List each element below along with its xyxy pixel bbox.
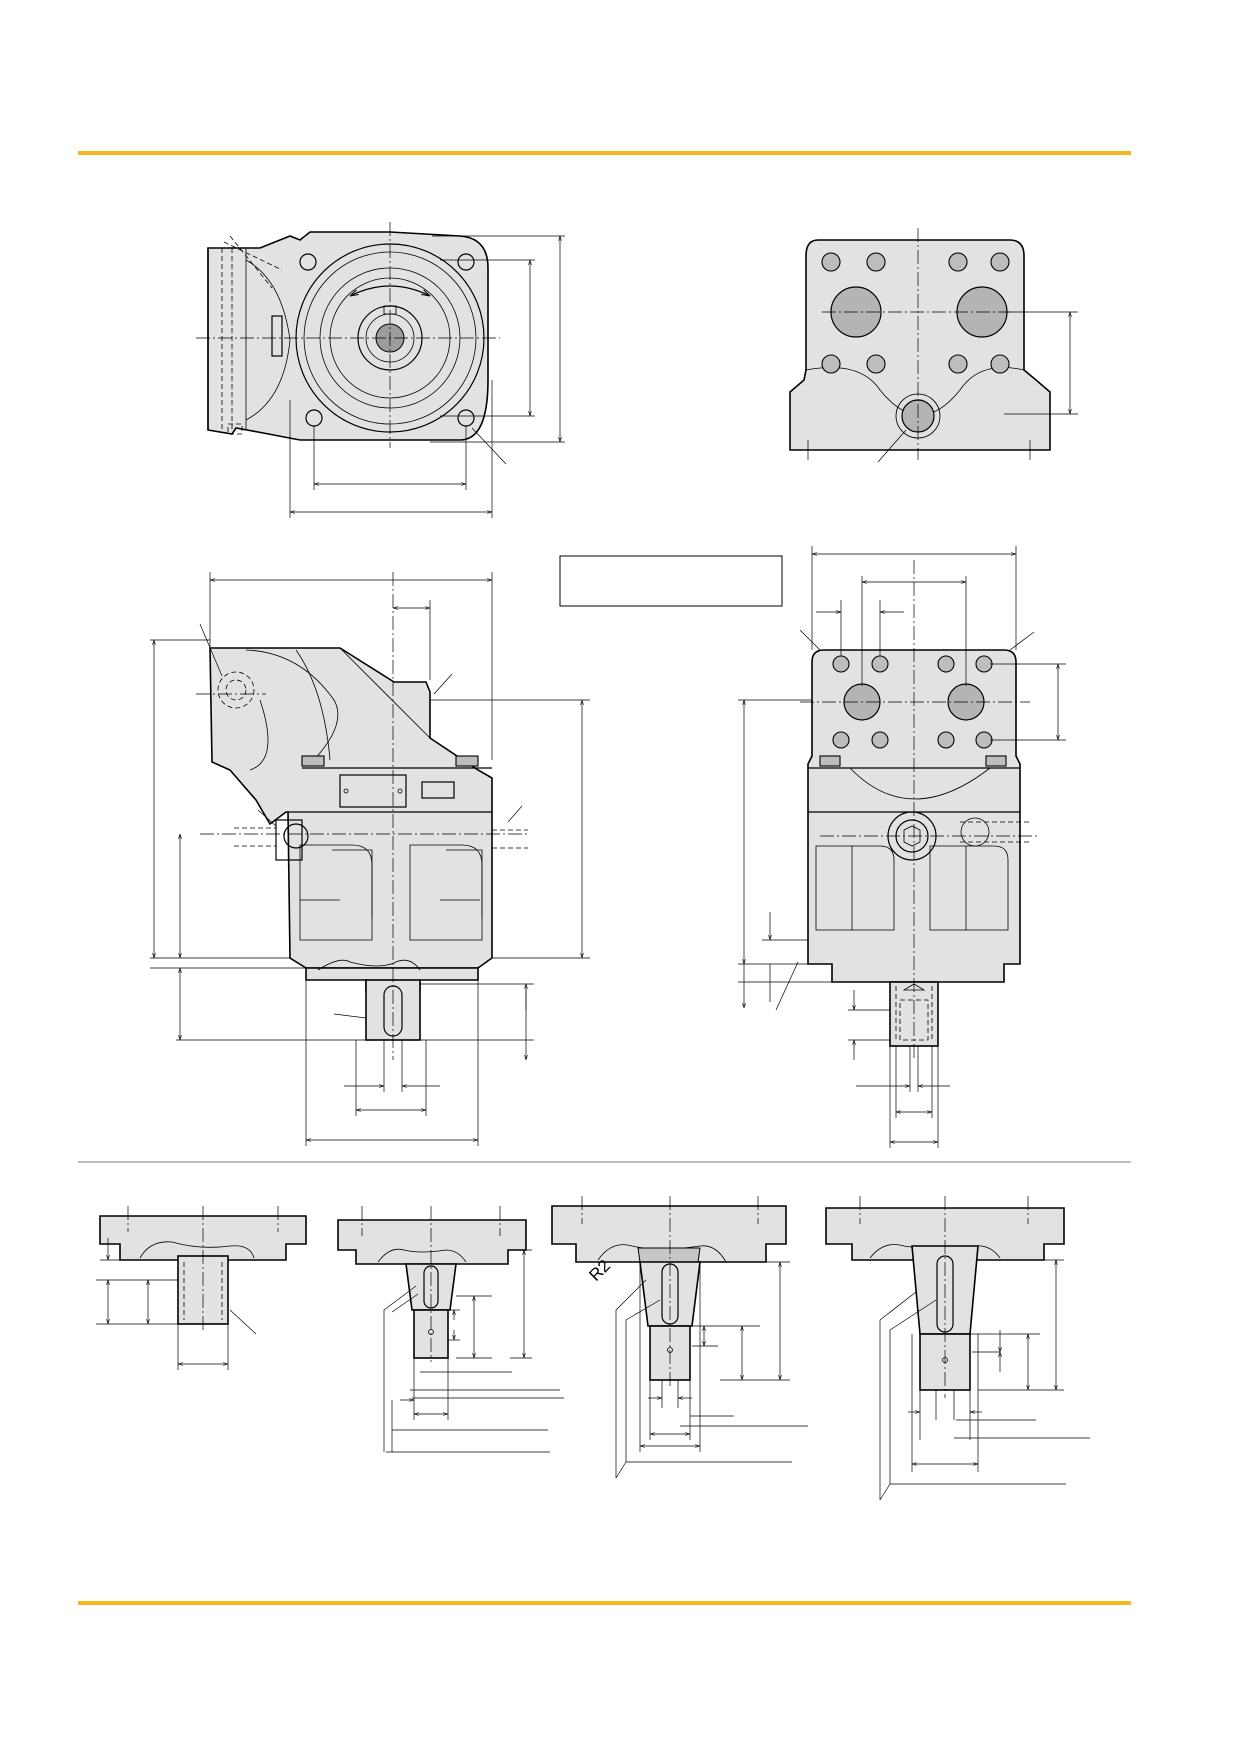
side-elevation-view bbox=[150, 572, 590, 1146]
bottom-accent-rule bbox=[78, 1601, 1131, 1605]
shaft-option-keyed-large bbox=[825, 1196, 1090, 1501]
rear-elevation-view bbox=[738, 546, 1066, 1148]
shaft-option-splined bbox=[96, 1206, 307, 1370]
port-face-view bbox=[789, 228, 1078, 463]
top-accent-rule bbox=[78, 151, 1131, 155]
title-placeholder-box bbox=[559, 555, 783, 607]
port-face-bolt-holes bbox=[821, 252, 1010, 374]
front-flange-view bbox=[196, 222, 565, 518]
shaft-option-keyed-small bbox=[337, 1206, 564, 1453]
shaft-option-keyed-medium: R2 bbox=[551, 1196, 808, 1479]
